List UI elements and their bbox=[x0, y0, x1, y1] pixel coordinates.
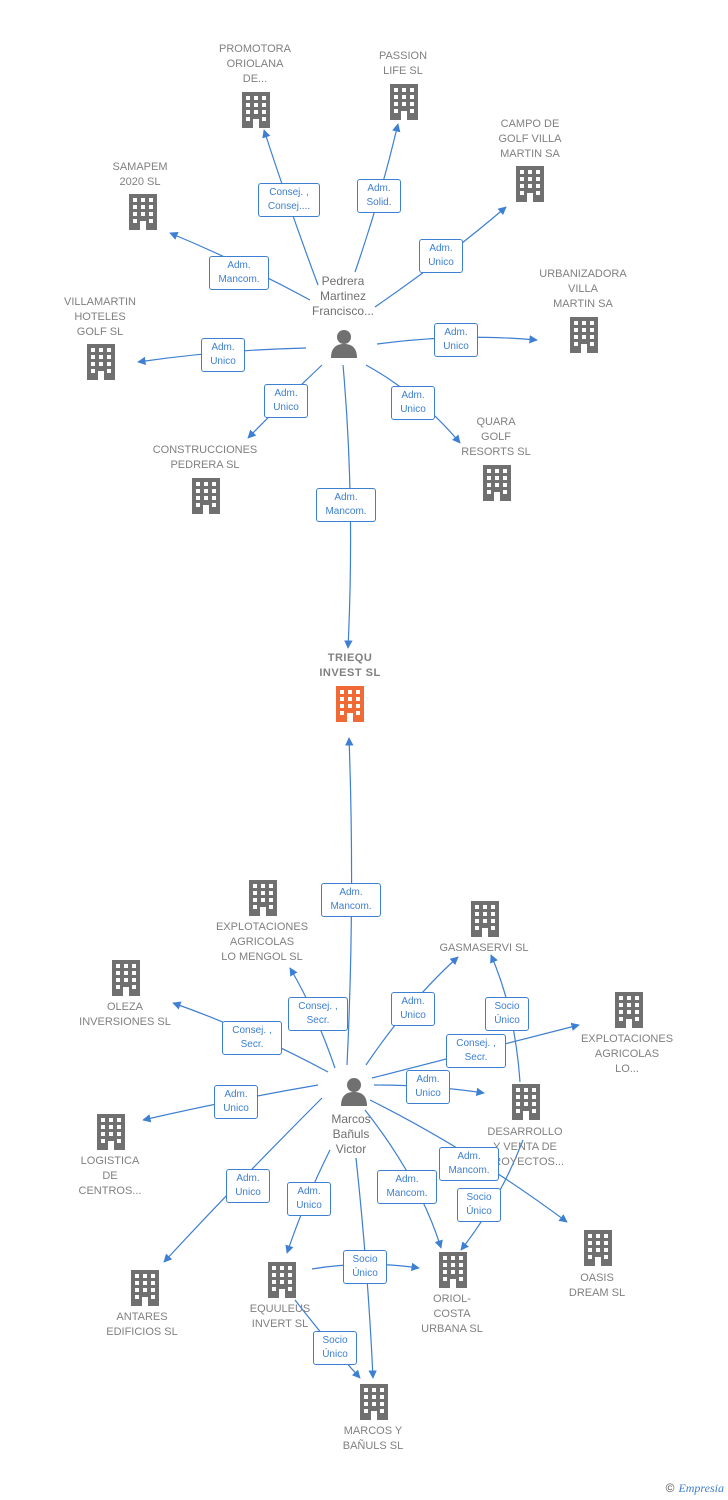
person-pedrera[interactable]: Pedrera Martinez Francisco... bbox=[311, 274, 374, 318]
node-gasmaservi[interactable]: GASMASERVI SL bbox=[439, 942, 529, 954]
edge-label-campo: Adm. Unico bbox=[419, 239, 463, 273]
building-icon-main bbox=[336, 686, 364, 722]
node-marcos-banuls-sl[interactable]: MARCOS Y BAÑULS SL bbox=[342, 1425, 404, 1452]
node-desarrollo[interactable]: DESARROLLO Y VENTA DE PROYECTOS... bbox=[485, 1126, 565, 1168]
edge-label-quara: Adm. Unico bbox=[391, 386, 435, 420]
building-icon bbox=[439, 1252, 467, 1288]
node-logistica[interactable]: LOGISTICA DE CENTROS... bbox=[78, 1155, 142, 1197]
person-icon bbox=[341, 1078, 367, 1106]
edge-label-oriol: Adm. Mancom. bbox=[377, 1170, 437, 1204]
node-urbanizadora[interactable]: URBANIZADORA VILLA MARTIN SA bbox=[539, 268, 627, 310]
edge-label-gasmaservi: Adm. Unico bbox=[391, 992, 435, 1026]
building-icon bbox=[268, 1262, 296, 1298]
building-icon bbox=[570, 317, 598, 353]
building-icon bbox=[483, 465, 511, 501]
node-oriol[interactable]: ORIOL- COSTA URBANA SL bbox=[421, 1293, 483, 1335]
building-icon bbox=[97, 1114, 125, 1150]
edge-label-passion: Adm. Solid. bbox=[357, 179, 401, 213]
building-icon bbox=[390, 84, 418, 120]
building-icon bbox=[87, 344, 115, 380]
building-icon bbox=[471, 901, 499, 937]
node-triequ[interactable]: TRIEQU INVEST SL bbox=[319, 652, 381, 679]
node-quara[interactable]: QUARA GOLF RESORTS SL bbox=[461, 416, 531, 458]
building-icon bbox=[242, 92, 270, 128]
edge-label-mengol: Consej. , Secr. bbox=[288, 997, 348, 1031]
brand-logo-text: Empresia bbox=[678, 1481, 724, 1495]
edge-label-desarrollo-gasma: Socio Único bbox=[485, 997, 529, 1031]
node-promotora[interactable]: PROMOTORA ORIOLANA DE... bbox=[219, 43, 291, 85]
person-icon bbox=[331, 330, 357, 358]
copyright-symbol: © bbox=[665, 1481, 675, 1495]
building-icon bbox=[249, 880, 277, 916]
edge-label-desarrollo: Adm. Unico bbox=[406, 1070, 450, 1104]
edge-label-equuleus: Adm. Unico bbox=[287, 1182, 331, 1216]
node-antares[interactable]: ANTARES EDIFICIOS SL bbox=[106, 1311, 178, 1338]
edge-label-construcciones: Adm. Unico bbox=[264, 384, 308, 418]
node-equuleus[interactable]: EQUULEUS INVERT SL bbox=[249, 1303, 311, 1330]
edge-label-logistica: Adm. Unico bbox=[214, 1085, 258, 1119]
building-icon bbox=[360, 1384, 388, 1420]
node-samapem[interactable]: SAMAPEM 2020 SL bbox=[112, 161, 168, 188]
edge-label-villamartin: Adm. Unico bbox=[201, 338, 245, 372]
building-icon bbox=[129, 194, 157, 230]
edge-label-equuleus-marcos: Socio Único bbox=[313, 1331, 357, 1365]
node-campo[interactable]: CAMPO DE GOLF VILLA MARTIN SA bbox=[498, 118, 562, 160]
building-icon bbox=[112, 960, 140, 996]
edge-label-triequ-bottom: Adm. Mancom. bbox=[321, 883, 381, 917]
credit[interactable]: ©Empresia bbox=[666, 1481, 724, 1496]
node-villamartin[interactable]: VILLAMARTIN HOTELES GOLF SL bbox=[64, 296, 136, 338]
node-explotaciones-lo[interactable]: EXPLOTACIONES AGRICOLAS LO... bbox=[580, 1033, 674, 1075]
edge-label-promotora: Consej. , Consej.... bbox=[258, 183, 320, 217]
building-icon bbox=[192, 478, 220, 514]
edge-label-urbanizadora: Adm. Unico bbox=[434, 323, 478, 357]
node-oasis[interactable]: OASIS DREAM SL bbox=[568, 1272, 626, 1299]
building-icon bbox=[615, 992, 643, 1028]
building-icon bbox=[131, 1270, 159, 1306]
edge-label-oleza: Consej. , Secr. bbox=[222, 1021, 282, 1055]
node-passion[interactable]: PASSION LIFE SL bbox=[378, 50, 428, 77]
person-marcos[interactable]: Marcos Bañuls Victor bbox=[331, 1112, 371, 1156]
building-icon bbox=[584, 1230, 612, 1266]
node-explotaciones-mengol[interactable]: EXPLOTACIONES AGRICOLAS LO MENGOL SL bbox=[215, 921, 309, 963]
edge-label-triequ-top: Adm. Mancom. bbox=[316, 488, 376, 522]
building-icon bbox=[516, 166, 544, 202]
building-icon bbox=[512, 1084, 540, 1120]
node-construcciones[interactable]: CONSTRUCCIONES PEDRERA SL bbox=[152, 444, 258, 471]
edge-label-antares: Adm. Unico bbox=[226, 1169, 270, 1203]
node-oleza[interactable]: OLEZA INVERSIONES SL bbox=[79, 1001, 171, 1028]
edge-label-explotaciones-lo: Consej. , Secr. bbox=[446, 1034, 506, 1068]
edge-label-oasis: Adm. Mancom. bbox=[439, 1147, 499, 1181]
edge-label-samapem: Adm. Mancom. bbox=[209, 256, 269, 290]
edge-label-desarrollo-oriol: Socio Único bbox=[457, 1188, 501, 1222]
edge-label-equuleus-oriol: Socio Único bbox=[343, 1250, 387, 1284]
